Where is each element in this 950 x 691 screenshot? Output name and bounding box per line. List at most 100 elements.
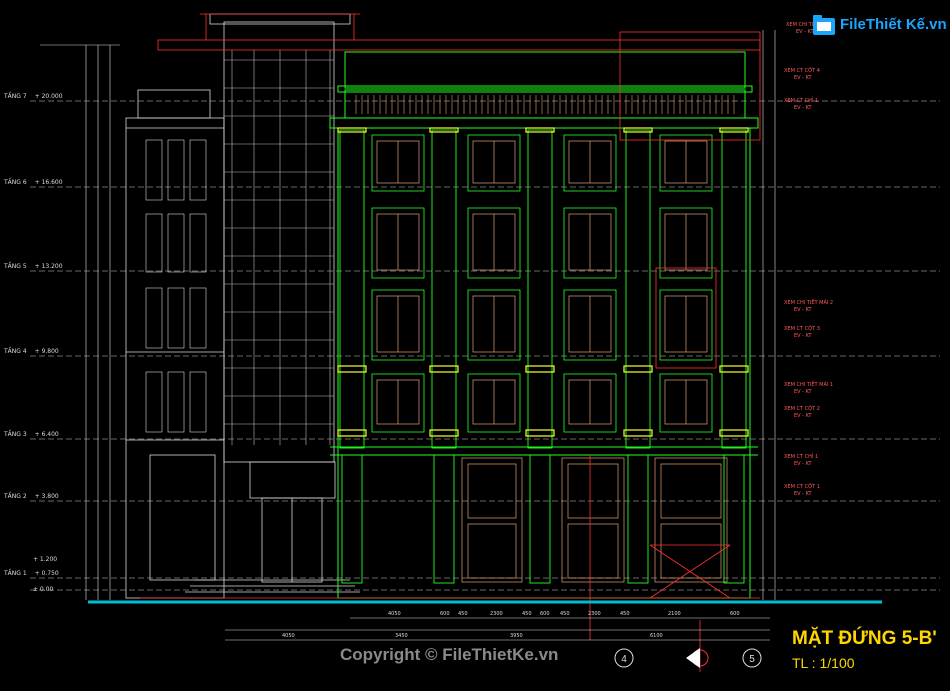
window-frame [467,289,521,361]
shopfront-glass [467,463,517,519]
ground-column [723,454,745,584]
level-label: TẦNG 2 + 3.800 [4,493,59,500]
facade-column [721,129,747,449]
callout-title: XEM CT CỘT 1 [784,484,820,490]
column-capital [337,365,367,373]
level-elevation: + 3.800 [34,493,59,500]
copyright-watermark: Copyright © FileThietKe.vn [340,645,559,664]
annex-window [145,371,163,433]
level-name: TẦNG 2 [4,493,27,500]
brand-logo-text: FileThiết Kế.vn [840,16,947,33]
annex-window [189,371,207,433]
annex-window [189,139,207,201]
window-frame [563,134,617,192]
column-capital [719,127,749,133]
callout-sub: EV - KT [794,413,812,419]
level-label: TẦNG 4+ 9.800 [4,348,59,355]
column-base [525,429,555,437]
annex-window [145,287,163,349]
window-frame [563,289,617,361]
column-capital [719,365,749,373]
level-name: TẦNG 1 [4,570,27,577]
column-capital [525,127,555,133]
left-annex [125,117,225,599]
callout-sub: EV - KT [794,307,812,313]
dimension-label: 600 [440,611,450,617]
callout-sub: EV - KT [794,75,812,81]
callout-sub: EV - KT [794,389,812,395]
window-frame [467,373,521,433]
callout-title: XEM CT CHỈ 1 [784,454,819,460]
callout-sub: EV - KT [796,29,814,35]
shopfront [654,457,728,583]
brand-logo[interactable]: FileThiết Kế.vn [810,12,947,38]
level-label: TẦNG 7+ 20.000 [4,93,63,100]
annex-window [167,287,185,349]
shopfront [461,457,523,583]
level-elevation: + 6.400 [34,431,59,438]
level-elevation: + 16.600 [34,179,63,186]
shopfront-glass [660,463,722,519]
annex-window [189,213,207,273]
callout-title: XEM CT CHỈ 1 [784,98,819,104]
column-base [337,429,367,437]
shopfront-glass [567,523,619,579]
ground-column [529,454,551,584]
column-capital [623,127,653,133]
callout-title: XEM CT CỘT 2 [784,406,820,412]
roof-outline [157,39,761,51]
column-capital [429,127,459,133]
callout-sub: EV - KT [794,333,812,339]
dimension-label: 4050 [282,633,295,639]
level-name: TẦNG 5 [4,263,27,270]
callout-sub: EV - KT [794,491,812,497]
level-label: TẦNG 5 + 13.200 [4,263,63,270]
annex-window [145,213,163,273]
column-capital [337,127,367,133]
level-label: TẦNG 6 + 16.600 [4,179,63,186]
level-name: TẦNG 6 [4,179,27,186]
dimension-label: 450 [560,611,570,617]
window-frame [563,207,617,279]
grid-bubble-5 [742,648,762,668]
callout-title: XEM CHI TIẾT MÁI 2 [784,300,834,306]
facade-column [339,129,365,449]
section-arrow-icon [686,648,700,668]
column-capital [429,365,459,373]
drawing-scale: TL : 1/100 [792,655,855,671]
window-frame [659,207,713,279]
window-frame [371,289,425,361]
column-capital [623,365,653,373]
ground-column [433,454,455,584]
dimension-label: 3950 [510,633,523,639]
dimension-label: 600 [730,611,740,617]
callout-sub: EV - KT [794,461,812,467]
shopfront [561,457,625,583]
cornice [329,117,759,129]
callout-title: XEM CT CỘT 4 [784,68,820,74]
window-frame [371,207,425,279]
dimension-label: 450 [458,611,468,617]
column-base [623,429,653,437]
dimension-label: 450 [620,611,630,617]
level-elevation: + 20.000 [34,93,63,100]
grid-bubble-4 [614,648,634,668]
grid-bubble-4-label: 4 [621,654,627,665]
window-frame [467,207,521,279]
grid-bubble-5-label: 5 [749,654,755,665]
facade-column [431,129,457,449]
annex-window [167,213,185,273]
level-name: TẦNG 3 [4,431,27,438]
level-elevation: + 0.750 [34,570,59,577]
level-elevation: + 13.200 [34,263,63,270]
callout-title: XEM CHI TIẾT [786,22,820,28]
dimension-label: 600 [540,611,550,617]
extra-elevation: ± 0.00 [33,586,54,593]
